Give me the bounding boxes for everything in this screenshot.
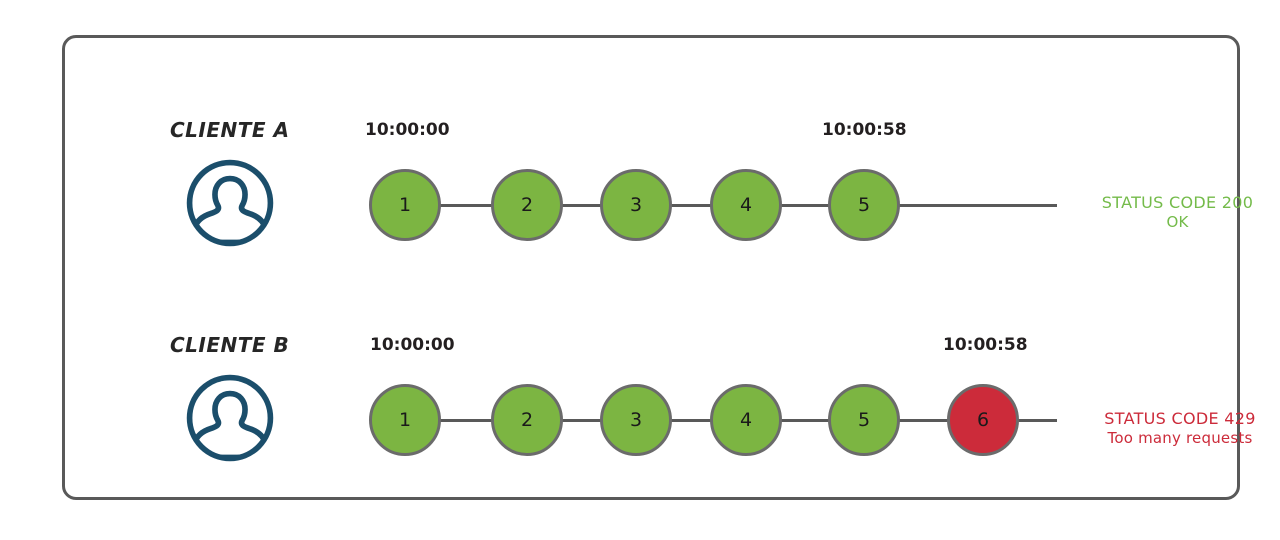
end-timestamp-b: 10:00:58 (943, 335, 1028, 355)
request-node-label: 1 (398, 194, 412, 216)
request-node[interactable]: 3 (600, 169, 672, 241)
user-circle-icon (183, 371, 277, 465)
request-node-label: 2 (520, 194, 534, 216)
end-timestamp-a: 10:00:58 (822, 120, 907, 140)
request-node-label: 3 (629, 409, 643, 431)
request-node[interactable]: 5 (828, 384, 900, 456)
request-node-label: 2 (520, 409, 534, 431)
request-node-label: 4 (739, 409, 753, 431)
status-badge-a: STATUS CODE 200 OK (1090, 193, 1265, 232)
request-node-label: 5 (857, 409, 871, 431)
request-track-a: 1 2 3 4 5 (345, 158, 1105, 253)
request-node-label: 1 (398, 409, 412, 431)
diagram-frame: CLIENTE A 10:00:00 10:00:58 1 2 (62, 35, 1255, 500)
user-circle-icon (183, 156, 277, 250)
request-node-label: 4 (739, 194, 753, 216)
status-text-a: OK (1166, 213, 1189, 231)
request-node[interactable]: 1 (369, 384, 441, 456)
start-timestamp-a: 10:00:00 (365, 120, 450, 140)
request-node-blocked[interactable]: 6 (947, 384, 1019, 456)
start-timestamp-b: 10:00:00 (370, 335, 455, 355)
request-node[interactable]: 2 (491, 384, 563, 456)
request-node[interactable]: 3 (600, 384, 672, 456)
client-label-b: CLIENTE B (170, 333, 290, 357)
status-code-a: STATUS CODE 200 (1101, 193, 1254, 212)
request-node[interactable]: 5 (828, 169, 900, 241)
request-track-b: 1 2 3 4 5 6 (345, 373, 1105, 468)
request-node-label: 6 (976, 409, 990, 431)
request-node-label: 5 (857, 194, 871, 216)
status-badge-b: STATUS CODE 429 Too many requests (1090, 409, 1270, 448)
request-node-label: 3 (629, 194, 643, 216)
request-node[interactable]: 1 (369, 169, 441, 241)
client-label-a: CLIENTE A (170, 118, 290, 142)
request-node[interactable]: 4 (710, 169, 782, 241)
request-node[interactable]: 4 (710, 384, 782, 456)
status-text-b: Too many requests (1107, 429, 1253, 447)
status-code-b: STATUS CODE 429 (1104, 409, 1256, 428)
request-node[interactable]: 2 (491, 169, 563, 241)
